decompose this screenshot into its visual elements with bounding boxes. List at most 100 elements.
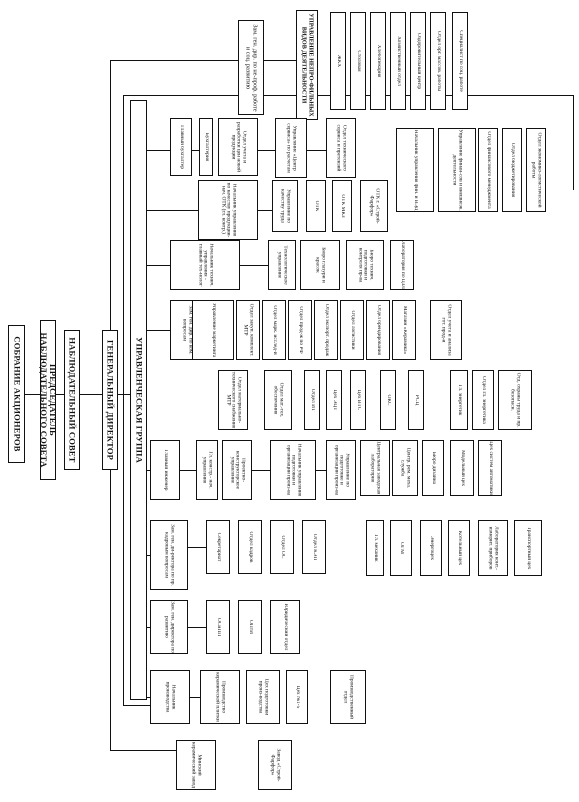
ogm: ОГМ — [390, 520, 412, 576]
hr-unit-label: Отдел кадров — [247, 531, 253, 563]
nonprofile-unit-label: Столовая — [355, 50, 361, 72]
quality-management: Управление по качеству труда — [272, 180, 298, 232]
energy-shop: Энергоцех — [420, 520, 442, 576]
claims-dept-label: Отдел технического сервиса и претензий — [336, 124, 347, 172]
connector — [123, 95, 124, 705]
chief-engineer-label: Главный инженер — [162, 449, 168, 491]
marketing-label: Управление маркетинга — [210, 302, 216, 358]
chief-designer: Гл. констр.- нач. управления — [196, 440, 218, 500]
finance-dept: Отдел финансового менеджмента — [478, 128, 498, 212]
lab-label: Лаборатория по ЦЗЛ — [399, 241, 405, 289]
connector — [192, 150, 199, 151]
tech-center: Управление «Центр сервиса» по расчетам — [275, 118, 307, 178]
commerce-unit-label: Отдел марк. исслед-й — [271, 305, 277, 355]
commerce-sub-label: Цех ЭЦТ — [331, 389, 337, 411]
ceramics-production-label: Производство керамической плитки — [215, 672, 226, 722]
nonprofile-unit-label: Хлебопекарня — [375, 44, 381, 78]
accounting: Бухгалтерия — [199, 118, 213, 176]
production-prep-shop: Цех подготовки произ-водства — [246, 670, 280, 724]
boiler-shop: Котельный цех — [448, 520, 470, 576]
legal-dept: Юридический отдел — [270, 600, 300, 654]
tech-head-label: Начальник технич. управления - главный т… — [197, 243, 214, 287]
connector — [25, 394, 40, 395]
commerce-unit-label: Отдел экспорт. продаж — [323, 303, 329, 357]
quality-head: Начальник управления по качеству продукц… — [198, 180, 258, 240]
commerce-sub: Отдел гл. энергетика — [472, 370, 494, 430]
commerce-sub-label: ОКС — [385, 394, 391, 406]
general-director-label: ГЕНЕРАЛЬНЫЙ ДИРЕКТОР — [105, 339, 115, 461]
connector — [307, 150, 326, 151]
chief-accountant-label: Главный бухгалтер — [178, 125, 184, 169]
subsidiary-label: Завод «Строй-Фарфор» — [270, 748, 281, 782]
connector — [147, 210, 198, 211]
transport-shop: Транспортный цех — [514, 520, 542, 576]
design-bureau: Бюро дизайна — [422, 440, 444, 496]
boiler-shop-label: Котельный цех — [456, 530, 462, 566]
commerce-sub-label: Отд. охраны труда и пр. безопасн. — [510, 372, 521, 428]
connector — [258, 150, 275, 151]
repair-service-label: Центр. рем. меха. служба — [400, 447, 411, 489]
nonprofile-unit-label: Отдел орг. массов. работы — [435, 31, 441, 91]
design-bureau-label: Бюро дизайна — [430, 451, 436, 485]
econ-dept-label: Отдел экономико-логистической работы — [531, 132, 542, 208]
production-head: Начальник производства — [150, 670, 190, 724]
commerce-unit-label: Отдел логистики — [349, 310, 355, 350]
commerce-unit: Отдел логистики — [340, 300, 364, 360]
commerce-deputy-label: Зам. ген. дир. по ком. вопросам — [182, 305, 193, 355]
subsidiary-label: Минский керамический завод — [191, 742, 202, 788]
hr-unit-label: Секретариат — [215, 532, 221, 562]
central-lab: Центральная заводская лаборатория — [360, 440, 390, 496]
budget-dept: Отдел бюджетирования — [502, 128, 522, 212]
workshops: Цех №1-5 — [286, 670, 308, 724]
supervisory-board-label: НАБЛЮДАТЕЛЬНЫЙ СОВЕТ — [67, 337, 77, 463]
finance-head-label: Начальник управления фин. и ВЭД — [412, 129, 418, 211]
commerce-sub-label: Гл. энергетик — [456, 384, 462, 416]
connector — [110, 60, 238, 61]
finance-management: Управление финан-сов и внешнеэк. деятель… — [438, 128, 476, 212]
production-head-label: Начальник производства — [165, 681, 176, 713]
chief-engineer: Главный инженер — [150, 440, 180, 500]
accounting-dept: Отдел учета и разработки цен новой проду… — [218, 118, 258, 176]
prod-prep-head-label: Начальник управления подготовки и органи… — [285, 443, 302, 497]
nonprofile-unit: Хозяйственный отдел — [390, 12, 406, 110]
claims-dept: Отдел технического сервиса и претензий — [326, 118, 356, 178]
connector — [258, 210, 272, 211]
tech-head: Начальник технич. управления - главный т… — [170, 240, 240, 290]
marketing: Управление маркетинга — [192, 300, 234, 360]
commerce-sub: Гл. энергетик — [450, 370, 468, 430]
connector — [147, 330, 170, 331]
ogm-label: ОГМ — [398, 542, 404, 554]
quality-management-label: Управление по качеству труда — [280, 189, 291, 223]
connector — [147, 697, 150, 698]
bureau-glaze-label: Бюро глазури и красок — [315, 247, 326, 282]
production-prep-shop-label: Цех подготовки произ-водства — [258, 678, 269, 716]
accounting-label: Бухгалтерия — [203, 132, 209, 162]
connector — [264, 60, 296, 61]
commerce-unit-label: Отдел прод-ж по РФ — [297, 306, 303, 354]
commerce-unit: Магазин «Керамика» — [392, 300, 416, 360]
commerce-unit: Отдел закуп. комплект. МТР — [236, 300, 260, 360]
nonprofile-unit: Отдел орг. массов. работы — [430, 12, 446, 110]
finance-dept-label: Отдел финансового менеджмента — [485, 131, 491, 209]
connector — [180, 470, 196, 471]
nonprofile-management: УПРАВЛЕНИЕ НЕПРО-ФИЛЬНЫХ ВИДОВ ДЕЯТЕЛЬНО… — [296, 10, 318, 120]
hr-unit: Отдел КЭП — [302, 520, 326, 574]
commerce-sub-label: Цех ВТС — [355, 389, 361, 411]
otk-stroy-farfor-label: ОТК г. «Строй-Фарфор» — [369, 188, 380, 224]
finance-management-label: Управление финан-сов и внешнеэк. деятель… — [452, 129, 463, 211]
commerce-sub-label: Отдел материально-технического снабжения… — [225, 371, 242, 429]
shareholders-assembly-label: СОБРАНИЕ АКЦИОНЕРОВ — [12, 336, 21, 452]
nonprofile-unit-label: Хозяйственный отдел — [395, 36, 401, 86]
budget-dept-label: Отдел бюджетирования — [509, 142, 515, 198]
general-director: ГЕНЕРАЛЬНЫЙ ДИРЕКТОР — [102, 330, 118, 470]
bureau-prep-label: Бюро технич. подготовки и контроля пр-ва — [357, 247, 374, 283]
commerce-unit-label: Отдел брендирования — [375, 304, 381, 356]
chief-mechanic-label: Гл. механик — [372, 534, 378, 562]
nonprofile-management-label: УПРАВЛЕНИЕ НЕПРО-ФИЛЬНЫХ ВИДОВ ДЕЯТЕЛЬНО… — [301, 13, 314, 117]
bureau-glaze: Бюро глазури и красок — [300, 240, 340, 290]
management-group: УПРАВЛЕНЧЕСКАЯ ГРУППА — [130, 100, 147, 700]
nonprofile-unit: Оздоровительный центр — [410, 12, 426, 110]
nonprofile-unit-label: Оздоровительный центр — [415, 32, 421, 90]
model-shop: Модельный цех — [450, 440, 474, 496]
